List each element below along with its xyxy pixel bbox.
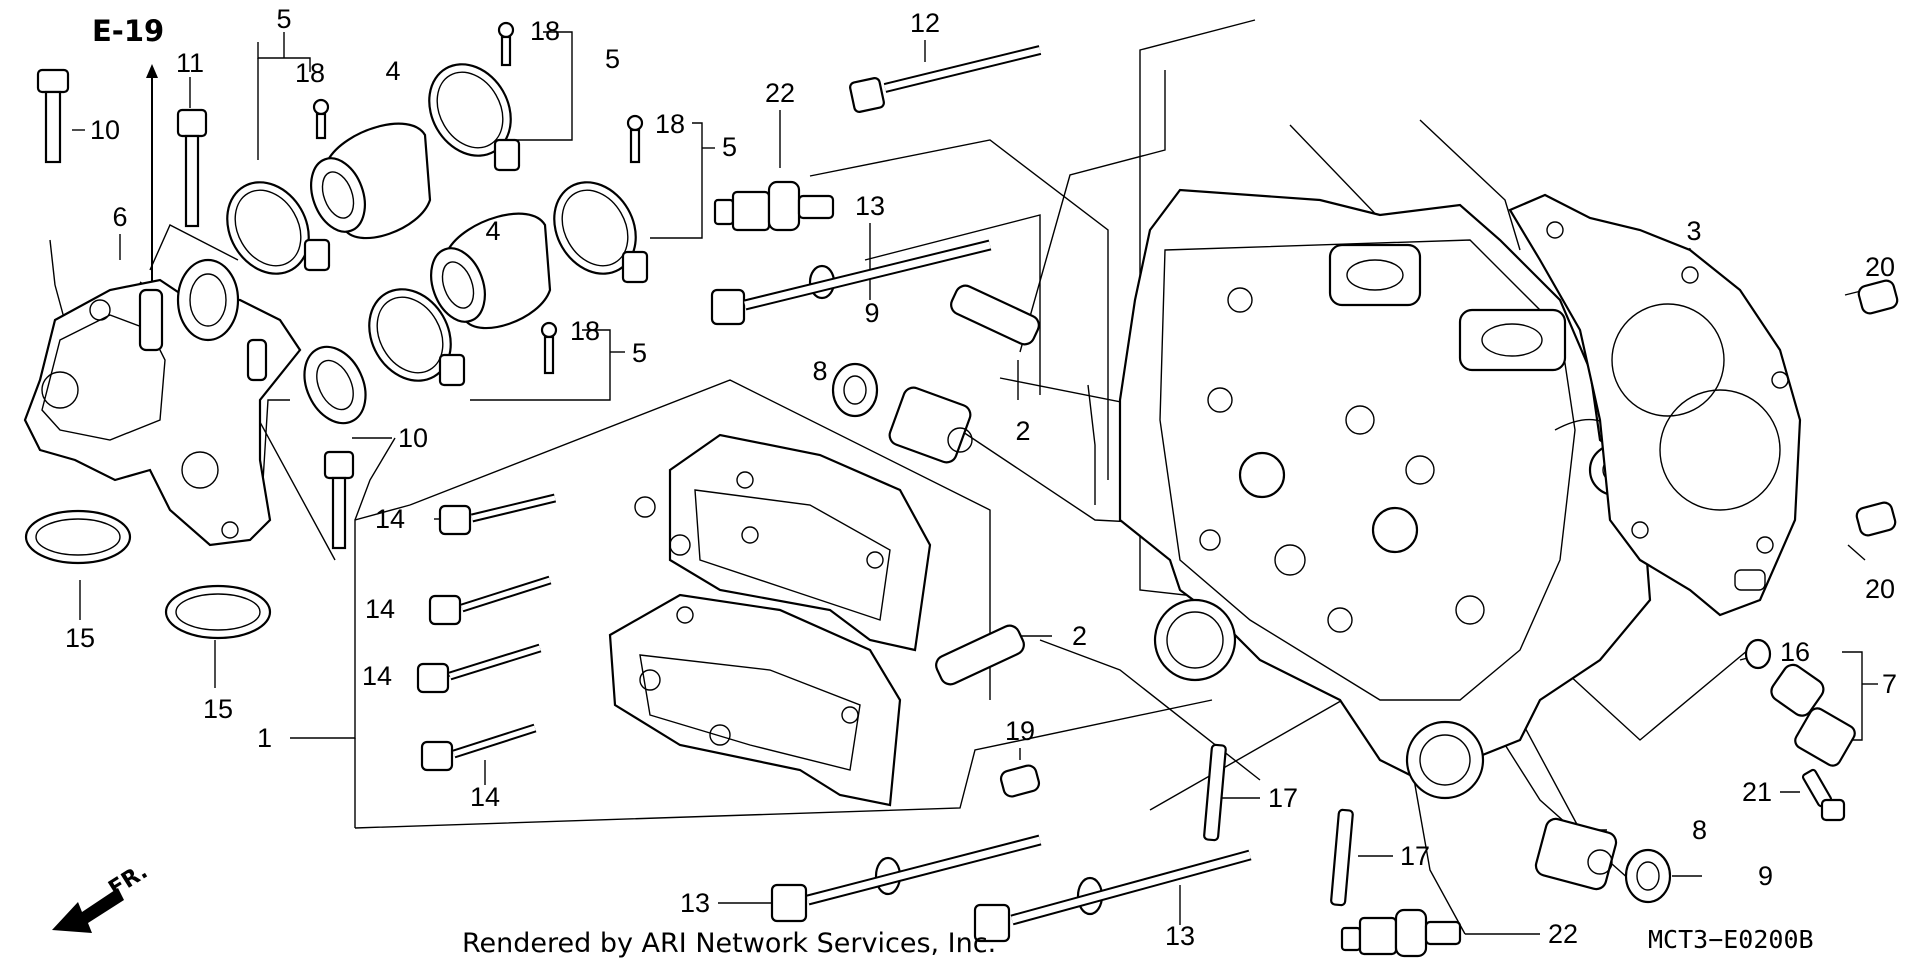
callout-14: 14 <box>365 594 395 624</box>
callout-18: 18 <box>295 58 325 88</box>
callout-3: 3 <box>1686 216 1701 246</box>
callout-15: 15 <box>203 694 233 724</box>
bolt-11 <box>176 108 208 228</box>
callout-18: 18 <box>655 109 685 139</box>
dowel-19 <box>999 764 1041 798</box>
sensor-7 <box>1770 663 1856 767</box>
bolt-13c <box>973 849 1252 943</box>
valve-cover-upper <box>634 433 932 652</box>
callout-5: 5 <box>276 4 291 34</box>
callout-9: 9 <box>1758 861 1773 891</box>
o-ring-15a <box>24 509 132 565</box>
oil-seal-9a <box>831 362 879 418</box>
callout-4: 4 <box>485 216 500 246</box>
callout-16: 16 <box>1780 637 1810 667</box>
callout-7: 7 <box>1882 669 1897 699</box>
washer-16 <box>1744 638 1772 670</box>
callout-12: 12 <box>910 8 940 38</box>
insulator-4a <box>310 122 432 240</box>
callout-20: 20 <box>1865 574 1895 604</box>
callout-15: 15 <box>65 623 95 653</box>
callout-4: 4 <box>385 56 400 86</box>
intake-manifold <box>23 258 367 547</box>
callout-17: 17 <box>1268 783 1298 813</box>
bolt-12 <box>849 45 1042 113</box>
cylinder-head-block <box>1118 188 1652 800</box>
callout-8: 8 <box>1692 815 1707 845</box>
callout-20: 20 <box>1865 252 1895 282</box>
head-gasket <box>1508 193 1802 617</box>
callout-2: 2 <box>1015 416 1030 446</box>
spark-plug-22b <box>1340 908 1462 958</box>
gear-8a <box>888 386 973 464</box>
callout-labels: 5 18 18 5 12 11 10 4 22 18 5 13 3 20 6 4… <box>65 4 1897 951</box>
callout-5: 5 <box>632 338 647 368</box>
rendered-by-credit: Rendered by ARI Network Services, Inc. <box>462 928 997 959</box>
bolt-10b <box>323 450 355 550</box>
callout-6: 6 <box>112 202 127 232</box>
callout-10: 10 <box>398 423 428 453</box>
callout-22: 22 <box>765 78 795 108</box>
spark-plug-22a <box>713 180 835 232</box>
oil-seal-9b <box>1624 848 1672 904</box>
callout-11: 11 <box>176 48 204 78</box>
stud-17b <box>1330 808 1354 907</box>
callout-13: 13 <box>1165 921 1195 951</box>
o-ring-15b <box>164 584 272 640</box>
callout-9: 9 <box>864 298 879 328</box>
valve-cover-lower <box>608 593 902 807</box>
guide-2b <box>935 624 1025 686</box>
callout-14: 14 <box>375 504 405 534</box>
callout-5: 5 <box>722 132 737 162</box>
bolt-13a <box>710 239 992 326</box>
clamp-5c <box>553 181 649 284</box>
gear-8b <box>1534 817 1618 891</box>
callout-13: 13 <box>855 191 885 221</box>
callout-13: 13 <box>680 888 710 918</box>
callout-5: 5 <box>605 44 620 74</box>
dowel-20b <box>1855 501 1897 537</box>
bolt-14d <box>420 723 537 772</box>
stud-17a <box>1203 743 1227 842</box>
callout-21: 21 <box>1742 777 1772 807</box>
callout-17: 17 <box>1400 841 1430 871</box>
insulator-4b <box>430 212 552 330</box>
callout-22: 22 <box>1548 919 1578 949</box>
front-direction-arrow-icon <box>52 888 124 933</box>
callout-1: 1 <box>257 723 272 753</box>
bolt-14a <box>438 493 557 536</box>
callout-14: 14 <box>362 661 392 691</box>
section-ref-label: E-19 <box>92 14 165 48</box>
clamp-5b <box>428 63 521 172</box>
callout-8: 8 <box>812 356 827 386</box>
guide-2a <box>950 284 1040 346</box>
bolt-10a <box>36 68 70 164</box>
callout-2: 2 <box>1072 621 1087 651</box>
callout-18: 18 <box>570 316 600 346</box>
clamp-5d <box>368 288 466 387</box>
callout-14: 14 <box>470 782 500 812</box>
dowel-20a <box>1857 279 1899 315</box>
bolt-14c <box>416 643 542 694</box>
bolt-21 <box>1801 768 1846 822</box>
screw-18-group <box>312 21 644 375</box>
bolt-14b <box>428 575 552 626</box>
clamp-5a <box>226 181 331 275</box>
bolt-13b <box>770 834 1042 923</box>
callout-19: 19 <box>1005 716 1035 746</box>
callout-18: 18 <box>530 16 560 46</box>
diagram-code: MCT3−E0200B <box>1648 925 1814 954</box>
callout-10: 10 <box>90 115 120 145</box>
